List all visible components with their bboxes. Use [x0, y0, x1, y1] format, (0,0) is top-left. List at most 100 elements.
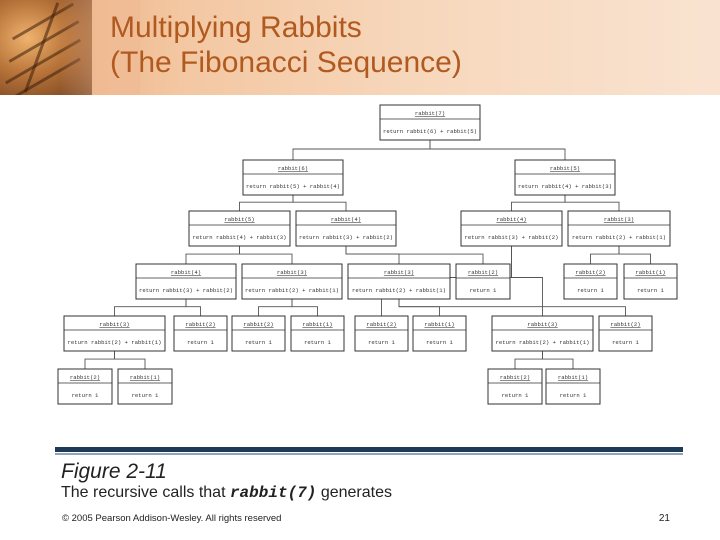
call-frame-box: rabbit(2)return 1 — [231, 315, 286, 352]
call-frame-box: rabbit(2)return 1 — [57, 368, 113, 405]
caption-code: rabbit(7) — [229, 484, 317, 502]
return-statement: return 1 — [304, 339, 331, 346]
call-label: rabbit(4) — [331, 216, 361, 223]
call-label: rabbit(2) — [500, 374, 530, 381]
title-line-1: Multiplying Rabbits — [110, 11, 362, 44]
call-frame-box: rabbit(4) return rabbit(3) + rabbit(2) — [135, 263, 237, 300]
tree-edge — [291, 299, 318, 316]
tree-edge — [511, 195, 566, 211]
recursion-tree-diagram: rabbit(7)return rabbit(6) + rabbit(5)rab… — [57, 104, 678, 405]
call-frame-border — [623, 263, 678, 300]
call-frame-border — [487, 368, 543, 405]
page-number: 21 — [658, 513, 670, 524]
call-frame-border — [412, 315, 467, 352]
tree-edge — [345, 246, 400, 264]
return-statement: return rabbit(3) + rabbit(2) — [299, 234, 393, 241]
call-frame-box: rabbit(1) return 1 — [412, 315, 467, 352]
return-statement: return 1 — [132, 392, 159, 399]
tree-edge — [292, 195, 347, 211]
return-statement: return rabbit(3) + rabbit(2) — [139, 287, 233, 294]
call-frame-box: rabbit(3) return rabbit(2) + rabbit(1) — [347, 263, 451, 300]
call-frame-box: rabbit(7) return rabbit(6) + rabbit(5) — [379, 104, 481, 141]
tree-edge — [542, 351, 574, 369]
tree-edge — [292, 140, 431, 160]
call-label: rabbit(1) — [424, 321, 454, 328]
tree-edge — [398, 299, 440, 316]
caption-prefix: The recursive calls that — [61, 484, 230, 501]
tree-edge — [564, 195, 620, 211]
call-frame-border — [117, 368, 173, 405]
figure-rule-thin — [55, 453, 683, 455]
return-statement: return rabbit(6) + rabbit(5) — [383, 128, 477, 135]
call-frame-box: rabbit(1) return 1 — [117, 368, 173, 405]
figure-rule — [55, 447, 683, 452]
return-statement: return rabbit(4) + rabbit(3) — [518, 183, 612, 190]
tree-edge — [258, 299, 293, 316]
call-frame-box: rabbit(1)return 1 — [545, 368, 601, 405]
return-statement: return rabbit(3) + rabbit(2) — [465, 234, 559, 241]
call-frame-box: rabbit(5) return rabbit(4) + rabbit(3) — [514, 159, 616, 196]
return-statement: return 1 — [577, 287, 604, 294]
call-frame-border — [460, 210, 563, 247]
call-frame-box: rabbit(2)return 1 — [455, 263, 511, 300]
call-frame-box: rabbit(3)return rabbit(2) + rabbit(1) — [491, 315, 594, 352]
tree-edge — [185, 299, 201, 316]
return-statement: return 1 — [187, 339, 214, 346]
call-label: rabbit(3) — [604, 216, 634, 223]
title-banner: Multiplying Rabbits (The Fibonacci Seque… — [0, 0, 720, 95]
call-frame-border — [491, 315, 594, 352]
call-frame-box: rabbit(2)return 1 — [487, 368, 543, 405]
tree-edge — [84, 351, 115, 369]
call-label: rabbit(1) — [130, 374, 160, 381]
return-statement: return rabbit(2) + rabbit(1) — [352, 287, 446, 294]
call-label: rabbit(7) — [415, 110, 445, 117]
return-statement: return rabbit(4) + rabbit(3) — [193, 234, 287, 241]
call-label: rabbit(1) — [635, 269, 665, 276]
return-statement: return 1 — [368, 339, 395, 346]
call-frame-box: rabbit(6)return rabbit(5) + rabbit(4) — [242, 159, 344, 196]
call-frame-border — [231, 315, 286, 352]
return-statement: return 1 — [426, 339, 453, 346]
call-label: rabbit(2) — [575, 269, 605, 276]
call-frame-border — [347, 263, 451, 300]
call-label: rabbit(4) — [171, 269, 201, 276]
return-statement: return rabbit(2) + rabbit(1) — [245, 287, 339, 294]
tree-edge — [511, 246, 543, 316]
tree-edge — [114, 299, 187, 316]
return-statement: return rabbit(2) + rabbit(1) — [68, 339, 162, 346]
call-frame-box: rabbit(3) return rabbit(2) + rabbit(1) — [63, 315, 166, 352]
call-frame-border — [567, 210, 671, 247]
copyright-notice: © 2005 Pearson Addison-Wesley. All right… — [62, 513, 282, 524]
call-label: rabbit(3) — [99, 321, 129, 328]
call-frame-border — [354, 315, 409, 352]
tree-edge — [618, 246, 651, 264]
tree-edge — [590, 246, 620, 264]
call-label: rabbit(6) — [278, 165, 308, 172]
call-frame-border — [545, 368, 601, 405]
call-frame-box: rabbit(4) return rabbit(3) + rabbit(2) — [295, 210, 397, 247]
call-frame-border — [563, 263, 618, 300]
call-label: rabbit(4) — [496, 216, 526, 223]
return-statement: return rabbit(2) + rabbit(1) — [572, 234, 666, 241]
tree-edge — [429, 140, 566, 160]
call-frame-box: rabbit(4) return rabbit(3) + rabbit(2) — [460, 210, 563, 247]
caption-suffix: generates — [316, 484, 392, 501]
call-frame-box: rabbit(3)return rabbit(2) + rabbit(1) — [241, 263, 343, 300]
call-frame-border — [242, 159, 344, 196]
tree-edge — [345, 246, 484, 264]
tree-edge — [239, 246, 293, 264]
banner-fade — [60, 0, 140, 95]
call-label: rabbit(5) — [550, 165, 580, 172]
call-frame-border — [63, 315, 166, 352]
call-frame-box: rabbit(1)return 1 — [623, 263, 678, 300]
return-statement: return 1 — [72, 392, 99, 399]
slide-title: Multiplying Rabbits (The Fibonacci Seque… — [110, 10, 462, 80]
call-frame-border — [173, 315, 228, 352]
call-frame-box: rabbit(3) return rabbit(2) + rabbit(1) — [567, 210, 671, 247]
call-frame-box: rabbit(2)return 1 — [598, 315, 653, 352]
call-frame-border — [290, 315, 345, 352]
figure-number: Figure 2-11 — [61, 460, 167, 483]
call-label: rabbit(3) — [384, 269, 414, 276]
tree-edge — [239, 195, 294, 211]
return-statement: return 1 — [470, 287, 497, 294]
